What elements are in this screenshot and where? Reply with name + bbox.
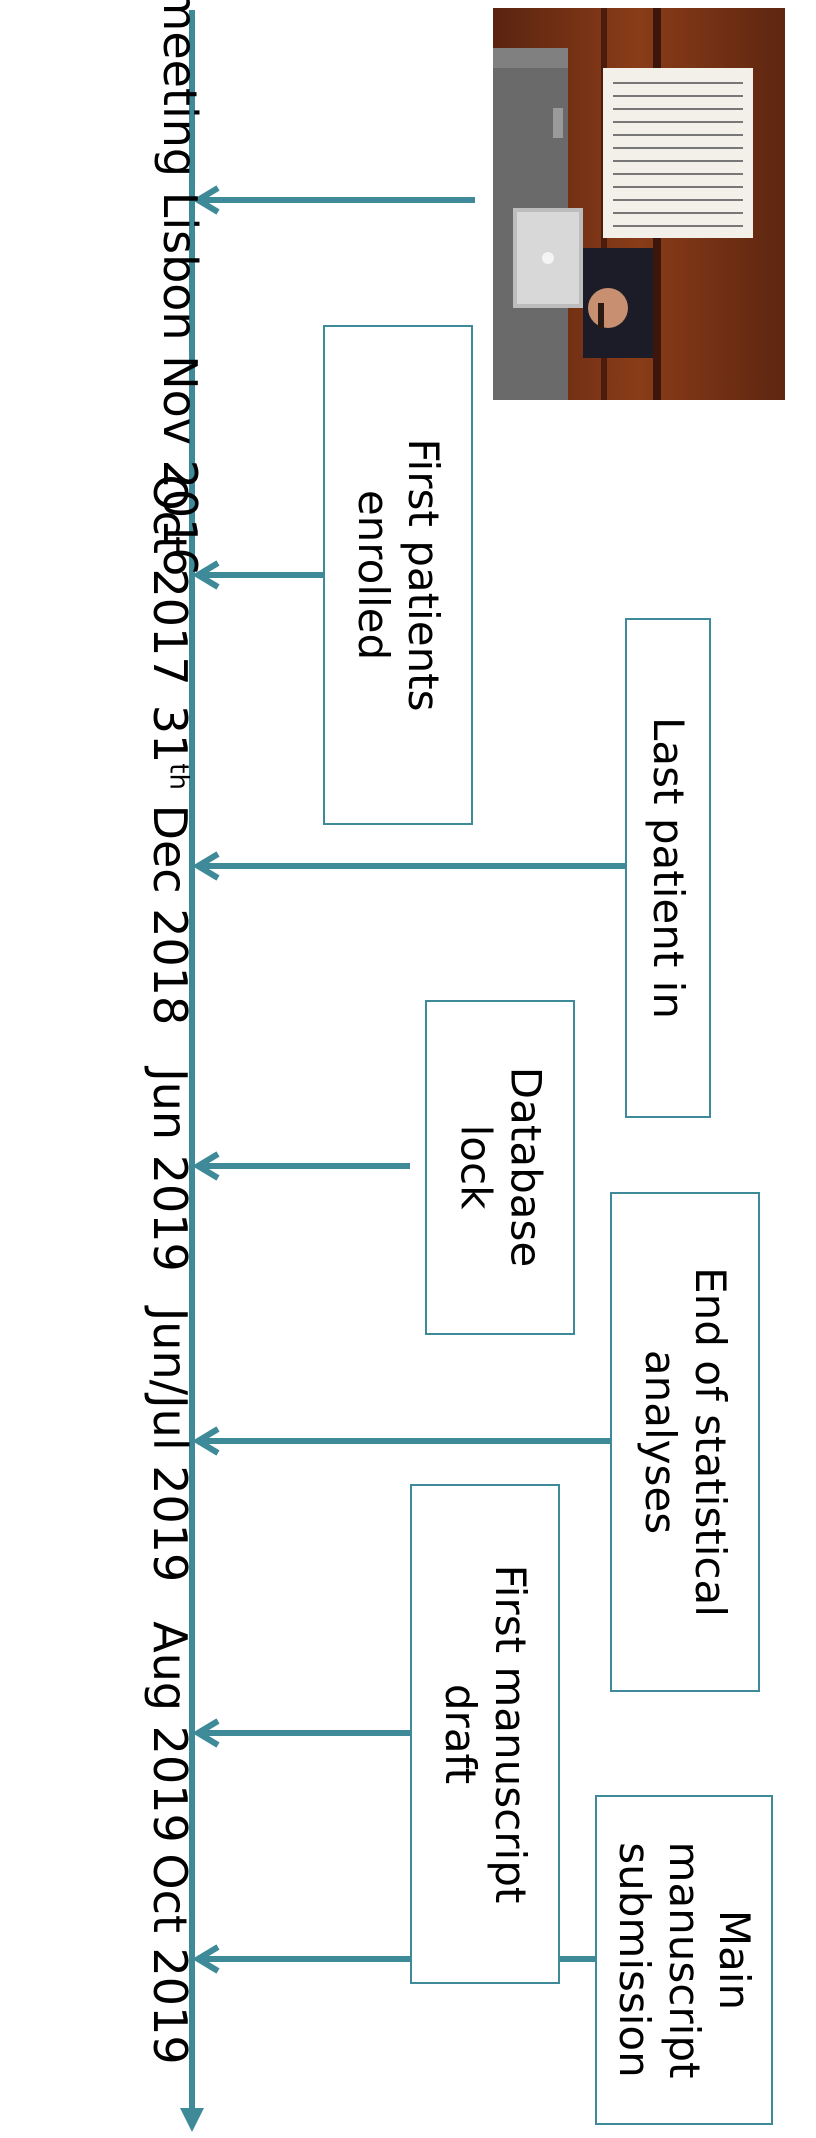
meeting-photo-image — [493, 8, 785, 400]
date-lisbon-wrapper: ESA Focus meeting Lisbon Nov 2016 — [110, 0, 250, 577]
date-dec-2018-rest: Dec 2018 — [143, 789, 197, 1026]
date-dec-2018-day: 31 — [143, 704, 197, 764]
milestone-label-stats: End of statistical analyses — [636, 1267, 735, 1617]
milestone-label-submission-wrapper: Main manuscript submission — [610, 1795, 759, 2125]
milestone-arrowhead-enrolled — [192, 560, 220, 590]
milestone-arrowhead-submission — [192, 1944, 220, 1974]
date-oct-2019: Oct 2019 — [143, 1853, 197, 2065]
milestone-box-last-patient — [625, 618, 711, 1118]
milestone-label-db-lock-wrapper: Database lock — [452, 1000, 551, 1335]
date-jun-2019: Jun 2019 — [143, 1068, 197, 1272]
milestone-label-submission: Main manuscript submission — [610, 1841, 759, 2079]
milestone-box-submission — [595, 1795, 773, 2125]
milestone-arrowhead-draft — [192, 1718, 220, 1748]
date-dec-2018-suffix: th — [163, 763, 194, 790]
milestone-box-draft — [410, 1484, 560, 1984]
date-oct-2017-wrapper: Oct 2017 — [140, 450, 200, 710]
milestone-arrowhead-stats — [192, 1426, 220, 1456]
milestone-box-stats — [610, 1192, 760, 1692]
date-dec-2018: 31th Dec 2018 — [143, 704, 197, 1026]
milestone-label-last-patient-wrapper: Last patient in — [638, 618, 698, 1118]
milestone-label-db-lock: Database lock — [451, 1066, 551, 1268]
date-jun-jul-2019-wrapper: Jun/Jul 2019 — [140, 1295, 200, 1595]
date-jun-jul-2019: Jun/Jul 2019 — [143, 1307, 197, 1583]
milestone-arrowhead-last-patient — [192, 851, 220, 881]
date-aug-2019: Aug 2019 — [143, 1621, 197, 1843]
milestone-box-db-lock — [425, 1000, 575, 1335]
milestone-label-last-patient: Last patient in — [644, 717, 693, 1019]
milestone-label-draft: First manuscript draft — [436, 1564, 535, 1904]
milestone-arrowhead-lisbon — [192, 185, 220, 215]
milestone-label-stats-wrapper: End of statistical analyses — [636, 1192, 735, 1692]
meeting-photo — [493, 8, 785, 400]
date-oct-2019-wrapper: Oct 2019 — [140, 1829, 200, 2089]
milestone-label-enrolled: First patients enrolled — [349, 438, 448, 712]
milestone-arrowhead-db-lock — [192, 1151, 220, 1181]
date-jun-2019-wrapper: Jun 2019 — [140, 1040, 200, 1300]
milestone-label-draft-wrapper: First manuscript draft — [436, 1484, 535, 1984]
milestone-box-enrolled — [323, 325, 473, 825]
milestone-label-enrolled-wrapper: First patients enrolled — [349, 325, 448, 825]
date-aug-2019-wrapper: Aug 2019 — [140, 1602, 200, 1862]
date-dec-2018-wrapper: 31th Dec 2018 — [140, 705, 200, 1026]
timeline-axis-arrowhead — [180, 2108, 204, 2132]
date-oct-2017: Oct 2017 — [143, 474, 197, 686]
